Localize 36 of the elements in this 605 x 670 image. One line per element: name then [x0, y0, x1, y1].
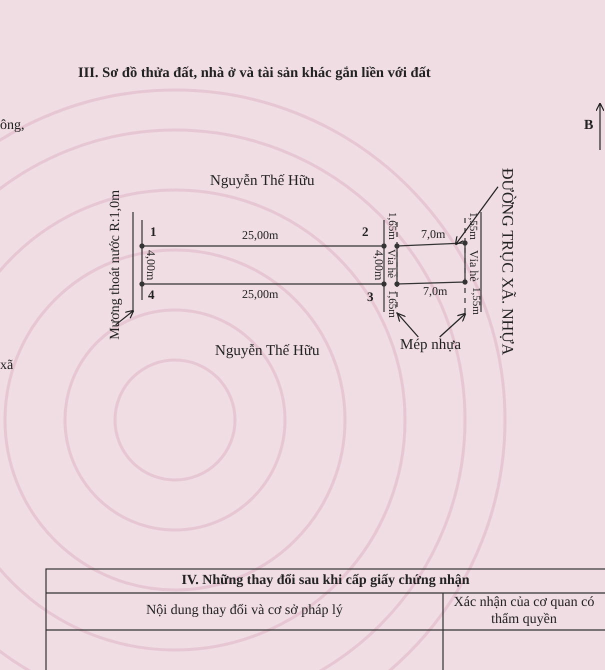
asphalt-edge-line: [396, 222, 398, 314]
dimension-label: 4,00m: [372, 250, 386, 280]
section-title: III. Sơ đồ thửa đất, nhà ở và tài sản khác gắn liền với đất: [78, 66, 431, 82]
corner-number: 2: [362, 225, 368, 240]
street-name: Nguyễn Thế Hữu: [210, 173, 315, 190]
dimension-label: 4,00m: [144, 250, 158, 280]
drainage-ditch-line: [132, 212, 134, 312]
dimension-label: 1,55m: [467, 212, 480, 240]
dimension-label: 7,0m: [423, 285, 448, 298]
north-label: B: [584, 118, 594, 134]
corner-number: 4: [148, 288, 154, 302]
corner-number: 1: [150, 225, 156, 240]
cut-off-text: ông,: [0, 118, 24, 134]
leader-line: [396, 312, 419, 338]
leader-line: [439, 312, 466, 338]
dimension-label: 25,00m: [242, 288, 278, 302]
sidewalk-label: Vỉa hè: [467, 250, 480, 282]
dimension-label: 7,0m: [421, 228, 446, 242]
leader-line: [115, 310, 134, 326]
dimension-label: 25,00m: [242, 229, 278, 242]
leader-line: [454, 186, 498, 246]
sidewalk-label: Vỉa hè: [385, 249, 398, 278]
table-heading: IV. Những thay đổi sau khi cấp giấy chứng nhận: [180, 572, 471, 590]
dimension-label: 1,65m: [386, 212, 398, 240]
cut-off-text: xã: [0, 358, 14, 374]
asphalt-edge-line: [464, 218, 466, 314]
dimension-label: 1,55m: [470, 287, 482, 315]
dimension-label: 1,65m: [386, 290, 398, 318]
street-name: Nguyễn Thế Hữu: [215, 343, 320, 360]
callout-text: ĐƯỜNG TRỤC XÃ. NHỰA: [498, 168, 516, 356]
road-outline: [396, 242, 466, 285]
callout-text: Mép nhựa: [400, 337, 462, 354]
callout-text: Mương thoát nước R:1,0m: [108, 190, 124, 340]
corner-number: 3: [367, 290, 374, 304]
column-header: Nội dung thay đổi và cơ sở pháp lý: [145, 602, 344, 620]
column-header: Xác nhận của cơ quan có thẩm quyền: [452, 594, 596, 628]
